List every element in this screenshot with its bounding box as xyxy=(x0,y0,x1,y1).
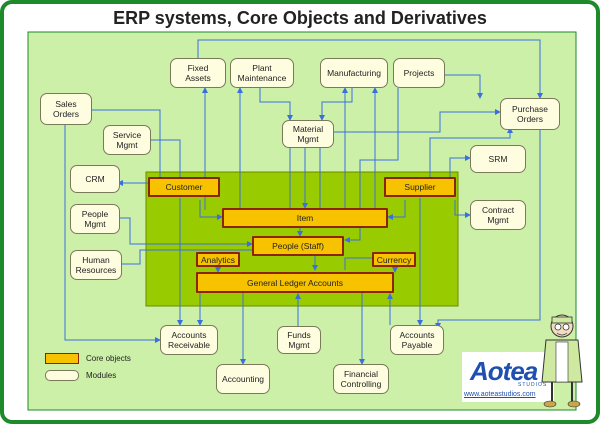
logo-wordmark: Aotea xyxy=(470,356,538,386)
core-analytics: Analytics xyxy=(196,252,240,267)
core-currency: Currency xyxy=(372,252,416,267)
module-manufacturing: Manufacturing xyxy=(320,58,388,88)
legend-module-swatch xyxy=(45,370,79,381)
module-projects: Projects xyxy=(393,58,445,88)
core-general-ledger-accounts: General Ledger Accounts xyxy=(196,272,394,293)
module-contract-mgmt: Contract Mgmt xyxy=(470,200,526,230)
legend-module-label: Modules xyxy=(86,371,117,380)
core-item: Item xyxy=(222,208,388,228)
aotea-logo xyxy=(462,352,554,402)
module-material-mgmt: Material Mgmt xyxy=(282,120,334,148)
logo-studios: STUDIOS xyxy=(518,382,548,388)
logo-url-link[interactable]: www.aoteastudios.com xyxy=(464,391,536,398)
module-accounts-payable: Accounts Payable xyxy=(390,325,444,355)
module-accounts-receivable: Accounts Receivable xyxy=(160,325,218,355)
diagram-title: ERP systems, Core Objects and Derivative… xyxy=(113,8,487,28)
module-crm: CRM xyxy=(70,165,120,193)
mascot-illustration xyxy=(541,314,583,408)
module-srm: SRM xyxy=(470,145,526,173)
legend-core-swatch xyxy=(45,353,79,364)
module-human-resources: Human Resources xyxy=(70,250,122,280)
core-supplier: Supplier xyxy=(384,177,456,197)
module-purchase-orders: Purchase Orders xyxy=(500,98,560,130)
module-fixed-assets: Fixed Assets xyxy=(170,58,226,88)
module-funds-mgmt: Funds Mgmt xyxy=(277,326,321,354)
module-plant-maintenance: Plant Maintenance xyxy=(230,58,294,88)
module-service-mgmt: Service Mgmt xyxy=(103,125,151,155)
module-financial-controlling: Financial Controlling xyxy=(333,364,389,394)
legend-core-label: Core objects xyxy=(86,354,131,363)
module-accounting: Accounting xyxy=(216,364,270,394)
module-people-mgmt: People Mgmt xyxy=(70,204,120,234)
core-customer: Customer xyxy=(148,177,220,197)
core-people-staff: People (Staff) xyxy=(252,236,344,256)
module-sales-orders: Sales Orders xyxy=(40,93,92,125)
